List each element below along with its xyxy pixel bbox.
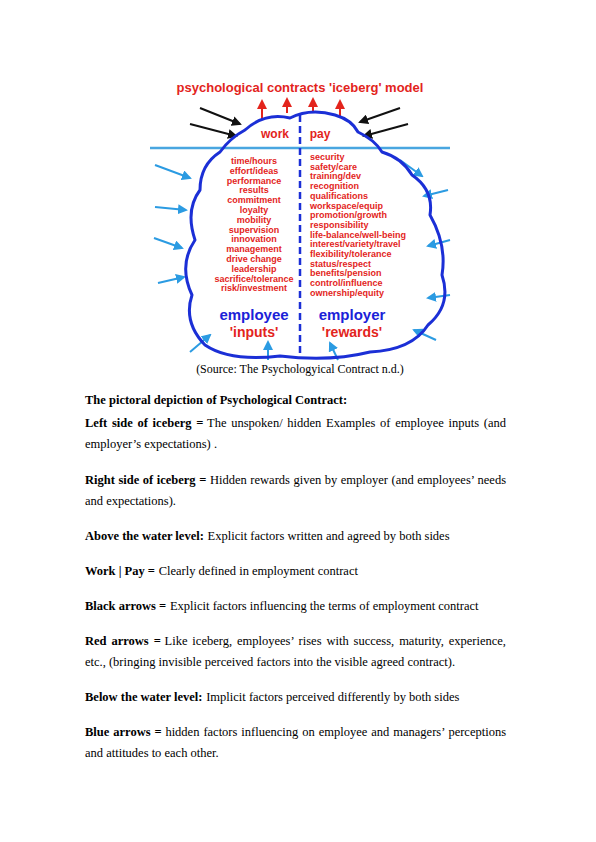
iceberg-text: innovation: [231, 235, 277, 244]
iceberg-text: 'rewards': [322, 325, 382, 339]
iceberg-text: recognition: [310, 182, 359, 191]
figure-caption: (Source: The Psychologyical Contract n.d…: [196, 362, 404, 377]
iceberg-text: loyalty: [240, 206, 269, 215]
term-heading: Work | Pay =: [85, 564, 155, 578]
term-definition: Implicit factors perceived differently b…: [206, 690, 459, 704]
term-definition: Explicit factors written and agreed by b…: [208, 529, 450, 543]
paragraph: Right side of iceberg =Hidden rewards gi…: [85, 470, 506, 512]
iceberg-text: 'inputs': [230, 325, 279, 339]
iceberg-text: life-balance/well-being: [310, 231, 406, 240]
term-definition: Clearly defined in employment contract: [159, 564, 358, 578]
iceberg-text: time/hours: [231, 157, 277, 166]
term-heading: Left side of iceberg =: [85, 416, 203, 430]
black-arrow: [190, 124, 236, 136]
iceberg-text: benefits/pension: [310, 269, 382, 278]
blue-arrow: [155, 165, 190, 178]
blue-arrow: [154, 238, 182, 248]
paragraph: Left side of iceberg =The unspoken/ hidd…: [85, 413, 506, 455]
iceberg-text: promotion/growth: [310, 211, 387, 220]
iceberg-text: interest/variety/travel: [310, 240, 401, 249]
iceberg-text: safety/care: [310, 163, 357, 172]
iceberg-text: control/influence: [310, 279, 383, 288]
iceberg-outline: [150, 75, 450, 365]
black-arrow: [364, 124, 408, 136]
iceberg-text: status/respect: [310, 260, 371, 269]
iceberg-text: effort/ideas: [230, 167, 279, 176]
iceberg-text: training/dev: [310, 172, 361, 181]
paragraph: Red arrows =Like iceberg, employees’ ris…: [85, 631, 506, 673]
iceberg-text: qualifications: [310, 192, 368, 201]
iceberg-text: results: [239, 186, 269, 195]
iceberg-border: [186, 112, 445, 358]
term-heading: Black arrows =: [85, 599, 166, 613]
iceberg-text: security: [310, 153, 345, 162]
iceberg-text: responsibility: [310, 221, 369, 230]
paragraph: Blue arrows =hidden factors influencing …: [85, 722, 506, 764]
black-arrow: [200, 108, 240, 124]
iceberg-text: workspace/equip: [310, 202, 383, 211]
iceberg-shape: work pay time/hourseffort/ideasperformance…: [150, 75, 450, 365]
red-arrow: [312, 99, 314, 111]
iceberg-text: supervision: [229, 226, 280, 235]
iceberg-text: management: [226, 245, 282, 254]
term-heading: Below the water level:: [85, 690, 202, 704]
iceberg-text: risk/investment: [221, 284, 287, 293]
red-arrow: [339, 101, 341, 116]
iceberg-text: leadership: [231, 265, 276, 274]
paragraph: Black arrows = Explicit factors influenci…: [85, 596, 506, 617]
paragraph: Work | Pay = Clearly defined in employmen…: [85, 561, 506, 582]
blue-arrow: [155, 207, 186, 210]
blue-arrow: [428, 295, 450, 298]
black-arrow: [360, 108, 400, 122]
red-arrow: [286, 99, 288, 113]
term-definition: Explicit factors influencing the terms o…: [170, 599, 479, 613]
red-arrow: [261, 101, 263, 120]
term-heading: Red arrows =: [85, 634, 161, 648]
iceberg-text: employer: [319, 307, 386, 322]
term-heading: Above the water level:: [85, 529, 204, 543]
paragraph: Above the water level: Explicit factors w…: [85, 526, 506, 547]
diagram-title: psychological contracts 'iceberg' model: [177, 80, 424, 95]
blue-arrow: [428, 240, 450, 246]
iceberg-text: employee: [219, 307, 288, 322]
term-heading: Right side of iceberg =: [85, 473, 206, 487]
iceberg-text: commitment: [227, 196, 281, 205]
iceberg-text: sacrifice/tolerance: [214, 275, 293, 284]
paragraph: Below the water level: Implicit factors p…: [85, 687, 506, 708]
term-heading: Blue arrows =: [85, 725, 162, 739]
blue-arrow: [158, 277, 184, 283]
iceberg-text: flexibility/tolerance: [310, 250, 392, 259]
iceberg-text: work: [261, 128, 289, 140]
iceberg-text: mobility: [237, 216, 272, 225]
iceberg-text: pay: [310, 128, 331, 140]
iceberg-text: drive change: [226, 255, 282, 264]
iceberg-text: ownership/equity: [310, 289, 384, 298]
paragraph: The pictoral depiction of Psychological …: [85, 390, 506, 411]
iceberg-text: performance: [227, 177, 282, 186]
divider-line: [299, 115, 302, 355]
term-heading: The pictoral depiction of Psychological …: [85, 393, 347, 407]
